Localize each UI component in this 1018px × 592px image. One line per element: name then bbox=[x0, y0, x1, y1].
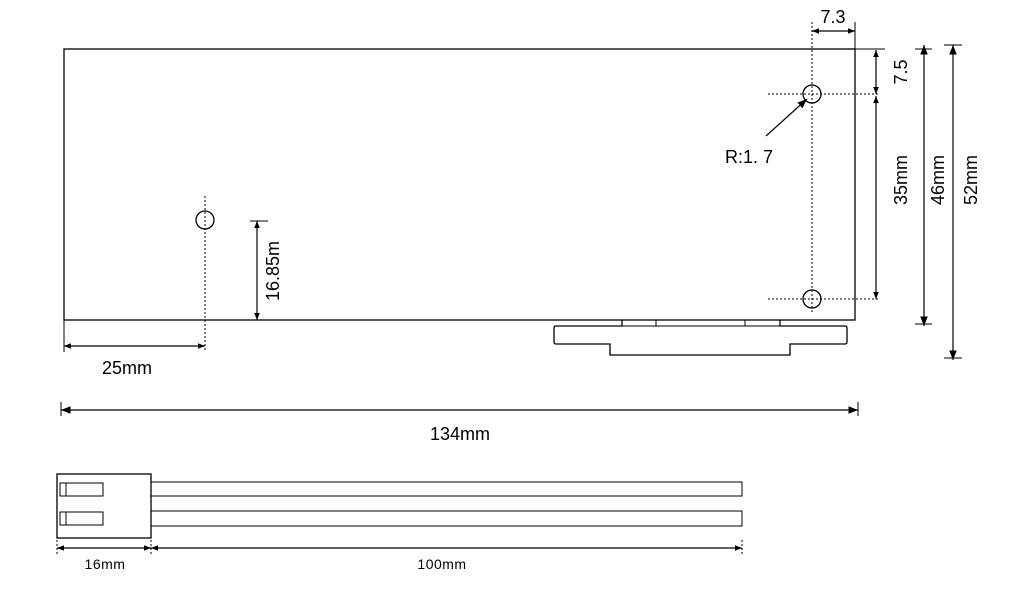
cable-connector bbox=[56, 473, 152, 539]
dim-hole-spacing: 35mm bbox=[873, 96, 911, 299]
dim-hole-left-offset: 25mm bbox=[63, 320, 205, 378]
dim-hole-height-label: 16.85m bbox=[263, 241, 283, 301]
dim-total-height: 52mm bbox=[944, 44, 981, 360]
radius-label: R:1. 7 bbox=[725, 147, 773, 167]
dim-hole-spacing-label: 35mm bbox=[891, 155, 911, 205]
board-outline bbox=[63, 48, 856, 321]
dim-hole-top-offset-label: 7.5 bbox=[891, 59, 911, 84]
dim-total-height-label: 52mm bbox=[961, 155, 981, 205]
dim-cable: 16mm 100mm bbox=[56, 540, 743, 572]
dim-board-height: 46mm bbox=[915, 45, 948, 326]
board-bracket bbox=[553, 320, 848, 356]
radius-callout: R:1. 7 bbox=[725, 98, 808, 167]
cable-wires bbox=[150, 481, 743, 527]
dim-top-offset: 7.3 bbox=[812, 7, 856, 49]
dim-hole-top-offset: 7.5 bbox=[855, 48, 911, 94]
dim-cable-length-label: 100mm bbox=[417, 556, 466, 572]
dim-board-length: 134mm bbox=[60, 402, 859, 444]
dim-board-height-label: 46mm bbox=[928, 155, 948, 205]
dim-top-offset-label: 7.3 bbox=[820, 7, 845, 27]
dim-hole-left-offset-label: 25mm bbox=[102, 358, 152, 378]
dim-hole-height: 16.85m bbox=[250, 220, 283, 320]
dim-board-length-label: 134mm bbox=[430, 424, 490, 444]
dim-connector-length-label: 16mm bbox=[85, 556, 126, 572]
